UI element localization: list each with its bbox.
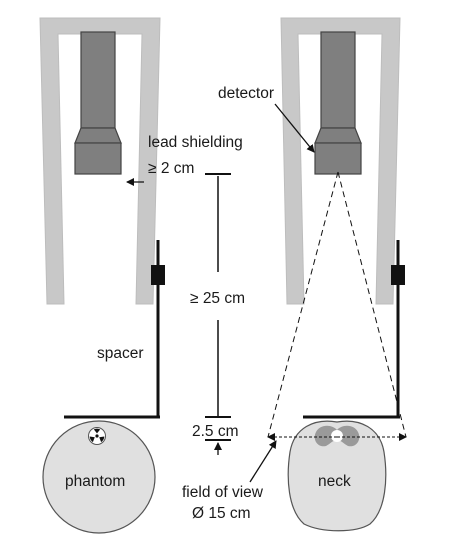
shield-thickness-label: ≥ 2 cm <box>148 160 194 177</box>
left-setup <box>39 17 165 534</box>
fov-pointer-arrow <box>249 440 277 483</box>
left-lead-shielding <box>39 17 161 305</box>
phantom-label: phantom <box>65 473 125 490</box>
distance-dimension <box>205 173 231 418</box>
radiation-trefoil-icon <box>88 427 106 445</box>
field-of-view-cone <box>267 171 407 438</box>
neck-label: neck <box>318 473 351 490</box>
left-spacer <box>64 240 165 419</box>
right-setup <box>249 17 407 532</box>
spacer-label: spacer <box>97 345 144 362</box>
field-of-view-label: field of view <box>182 484 264 501</box>
field-of-view-size-label: Ø 15 cm <box>192 505 251 522</box>
gap-dimension <box>205 439 231 455</box>
phantom-circle <box>42 420 156 534</box>
trachea-circle <box>331 430 343 442</box>
neck-cross-section <box>287 420 387 532</box>
detector-pointer-arrow <box>274 103 315 153</box>
distance-label: ≥ 25 cm <box>190 290 245 307</box>
gap-label: 2.5 cm <box>192 423 239 440</box>
left-detector <box>74 31 122 175</box>
right-spacer <box>303 240 405 419</box>
right-lead-shielding <box>280 17 401 305</box>
detector-label: detector <box>218 85 274 102</box>
lead-shielding-label: lead shielding <box>148 134 243 151</box>
right-detector <box>314 31 362 175</box>
